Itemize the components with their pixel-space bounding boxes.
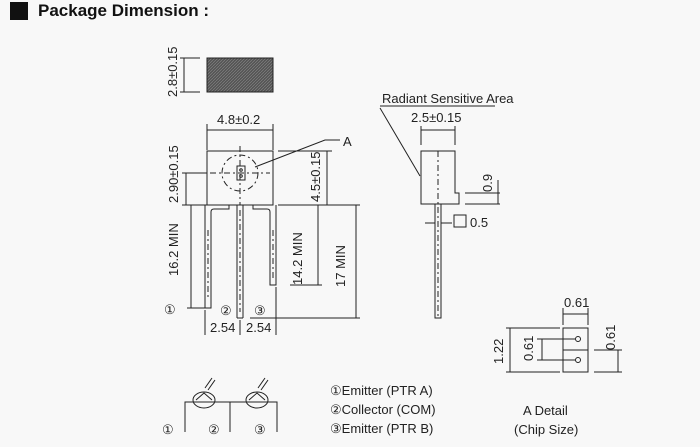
- dim-lead-16: 16.2 MIN: [166, 223, 181, 276]
- chip-detail-subtitle: (Chip Size): [514, 422, 578, 437]
- dim-lead-square: 0.5: [470, 215, 488, 230]
- radiant-sensitive-area-label: Radiant Sensitive Area: [382, 91, 514, 106]
- dim-chip-position: 2.90±0.15: [166, 145, 181, 203]
- dim-pitch-2: 2.54: [246, 320, 271, 335]
- header-bullet-icon: [10, 2, 28, 20]
- chip-pad: 0.61: [603, 325, 618, 350]
- dim-lead-17: 17 MIN: [333, 245, 348, 287]
- square-symbol-icon: [453, 214, 467, 228]
- chip-pitch: 0.61: [521, 336, 536, 361]
- legend-item-2: ②Collector (COM): [330, 402, 436, 417]
- top-view: 2.8±0.15: [165, 46, 274, 97]
- legend-item-1: ①Emitter (PTR A): [330, 383, 433, 398]
- dim-body-width: 4.8±0.2: [217, 112, 260, 127]
- dim-lead-14: 14.2 MIN: [290, 232, 305, 285]
- dim-side-width: 2.5±0.15: [411, 110, 462, 125]
- section-header: Package Dimension :: [10, 1, 209, 21]
- detail-marker-a: A: [343, 134, 352, 149]
- schematic-pin-1: ①: [162, 422, 174, 437]
- phototransistor-a-icon: [192, 391, 216, 409]
- chip-height: 1.22: [491, 339, 506, 364]
- section-title: Package Dimension :: [38, 1, 210, 20]
- dim-pitch-1: 2.54: [210, 320, 235, 335]
- pin-legend: ①Emitter (PTR A) ②Collector (COM) ③Emitt…: [330, 383, 436, 436]
- chip-detail: 0.61 1.22 0.61 0.61 A Detail (Chip Size): [491, 295, 622, 437]
- dim-top-thickness: 2.8±0.15: [165, 46, 180, 97]
- front-view: 4.8±0.2 A 4.5±0.15 2.90±0.15 16.2 MIN 14…: [164, 112, 360, 335]
- legend-item-3: ③Emitter (PTR B): [330, 421, 433, 436]
- schematic: ① ② ③: [162, 377, 278, 437]
- pin-2-label: ②: [220, 303, 232, 318]
- dim-body-height: 4.5±0.15: [308, 151, 323, 202]
- schematic-pin-3: ③: [254, 422, 266, 437]
- phototransistor-b-icon: [245, 391, 269, 409]
- dim-step: 0.9: [480, 174, 495, 192]
- top-view-body: [206, 57, 274, 93]
- side-view: Radiant Sensitive Area 2.5±0.15 0.9 0.5: [379, 91, 514, 319]
- chip-detail-title: A Detail: [523, 403, 568, 418]
- chip-width: 0.61: [564, 295, 589, 310]
- schematic-pin-2: ②: [208, 422, 220, 437]
- pin-3-label: ③: [254, 303, 266, 318]
- pin-1-label: ①: [164, 302, 176, 317]
